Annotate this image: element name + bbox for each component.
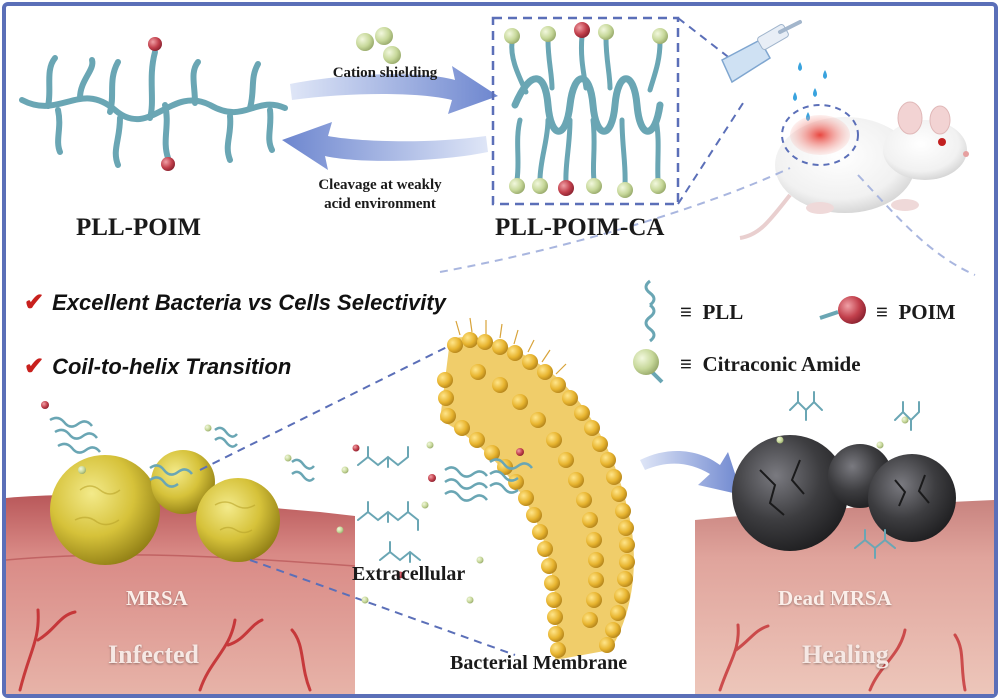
cleavage-label: Cleavage at weakly acid environment bbox=[300, 176, 460, 214]
pll-poim-ca-label: PLL-POIM-CA bbox=[495, 214, 665, 241]
healing-label: Healing bbox=[802, 640, 889, 669]
equiv-symbol: ≡ bbox=[876, 300, 888, 324]
legend-poim: ≡ POIM bbox=[876, 300, 956, 325]
legend-pll: ≡ PLL bbox=[680, 300, 743, 325]
cleavage-label-line2: acid environment bbox=[324, 196, 436, 212]
equiv-symbol: ≡ bbox=[680, 300, 692, 324]
dead-mrsa-label: Dead MRSA bbox=[778, 586, 892, 610]
check-icon: ✔ bbox=[24, 289, 45, 316]
bacterial-membrane-label: Bacterial Membrane bbox=[450, 652, 628, 674]
feature-selectivity-text: Excellent Bacteria vs Cells Selectivity bbox=[52, 290, 446, 315]
legend-pll-text: PLL bbox=[702, 300, 744, 324]
cation-shielding-label: Cation shielding bbox=[332, 65, 438, 81]
pll-poim-label: PLL-POIM bbox=[76, 214, 201, 241]
check-icon: ✔ bbox=[24, 353, 45, 380]
feature-coil-helix-text: Coil-to-helix Transition bbox=[52, 354, 292, 379]
equiv-symbol: ≡ bbox=[680, 352, 692, 376]
legend-ca-text: Citraconic Amide bbox=[702, 352, 861, 376]
infected-label: Infected bbox=[108, 640, 199, 669]
legend-ca: ≡ Citraconic Amide bbox=[680, 352, 861, 377]
feature-coil-helix: ✔ Coil-to-helix Transition bbox=[24, 352, 291, 381]
mrsa-label: MRSA bbox=[126, 586, 188, 610]
feature-selectivity: ✔ Excellent Bacteria vs Cells Selectivity bbox=[24, 288, 446, 317]
legend-poim-text: POIM bbox=[898, 300, 956, 324]
cleavage-label-line1: Cleavage at weakly bbox=[318, 177, 442, 193]
extracellular-label: Extracellular bbox=[352, 563, 466, 585]
